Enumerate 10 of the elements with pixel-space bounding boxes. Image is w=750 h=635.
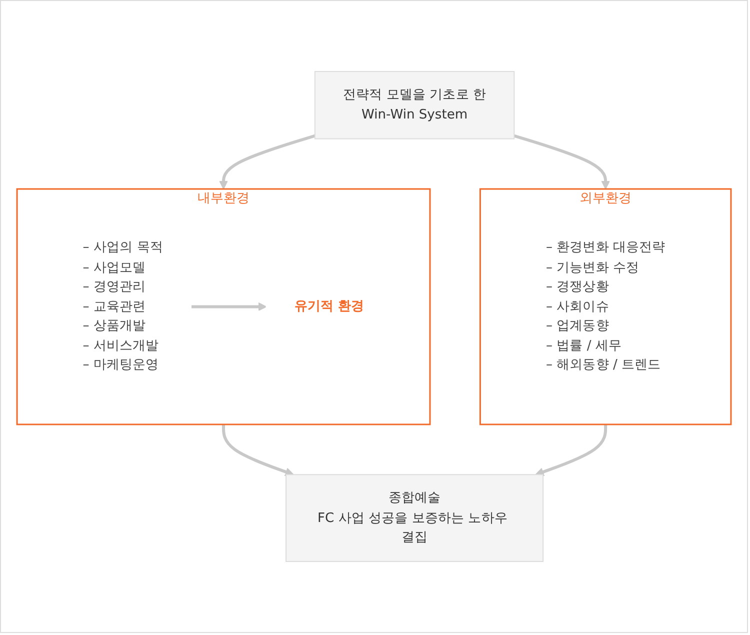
node-text: – 환경변화 대응전략 – 기능변화 수정 – 경쟁상황 – 사회이슈 – 업계동향 – 법률 / 세무 – 해외동향 / 트렌드 <box>546 240 666 373</box>
arrow <box>191 302 267 312</box>
node-text: – 사업의 목적 – 사업모델 – 경영관리 – 교육관련 – 상품개발 – 서비스개발 – 마케팅운영 <box>82 240 163 373</box>
node-box: 종합예술 FC 사업 성공을 보증하는 노하우 결집 <box>286 474 544 562</box>
node-box: 전략적 모델을 기초로 한 Win-Win System <box>314 71 515 140</box>
arrow <box>535 424 608 476</box>
arrow <box>222 424 294 476</box>
node-text: 유기적 환경 <box>294 298 364 314</box>
arrow <box>514 134 610 190</box>
arrow <box>219 134 316 190</box>
